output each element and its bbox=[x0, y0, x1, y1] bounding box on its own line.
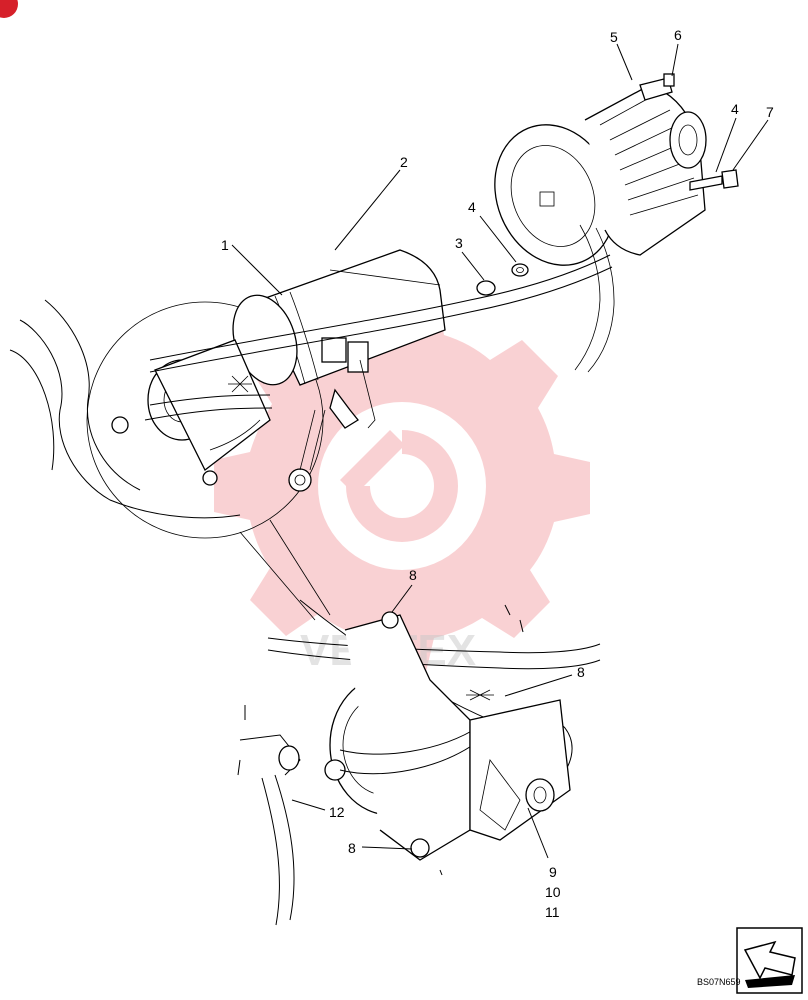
callout-4-washer: 4 bbox=[468, 199, 476, 215]
next-arrow-icon[interactable] bbox=[736, 927, 803, 994]
washer-part bbox=[476, 280, 496, 296]
alternator bbox=[494, 73, 707, 373]
callout-4-bolt: 4 bbox=[731, 101, 739, 117]
corner-badge bbox=[0, 0, 18, 18]
detail-circle bbox=[86, 301, 324, 539]
drawing-code: BS07N659 bbox=[697, 977, 741, 987]
callout-10: 10 bbox=[545, 884, 561, 900]
callout-8-right: 8 bbox=[577, 664, 585, 680]
callout-3: 3 bbox=[455, 235, 463, 251]
callout-8-top: 8 bbox=[409, 567, 417, 583]
callout-11: 11 bbox=[545, 904, 560, 920]
callout-1: 1 bbox=[221, 237, 229, 253]
callout-6: 6 bbox=[674, 27, 682, 43]
nut-part bbox=[511, 263, 529, 277]
callout-8-bottom: 8 bbox=[348, 840, 356, 856]
starter-motor bbox=[111, 249, 446, 492]
callout-9: 9 bbox=[549, 864, 557, 880]
watermark-gear-icon bbox=[214, 300, 590, 672]
starter-detail-view bbox=[237, 599, 601, 926]
callout-5: 5 bbox=[610, 29, 618, 45]
callout-2: 2 bbox=[400, 154, 408, 170]
callout-7: 7 bbox=[766, 104, 774, 120]
callout-12: 12 bbox=[329, 804, 345, 820]
